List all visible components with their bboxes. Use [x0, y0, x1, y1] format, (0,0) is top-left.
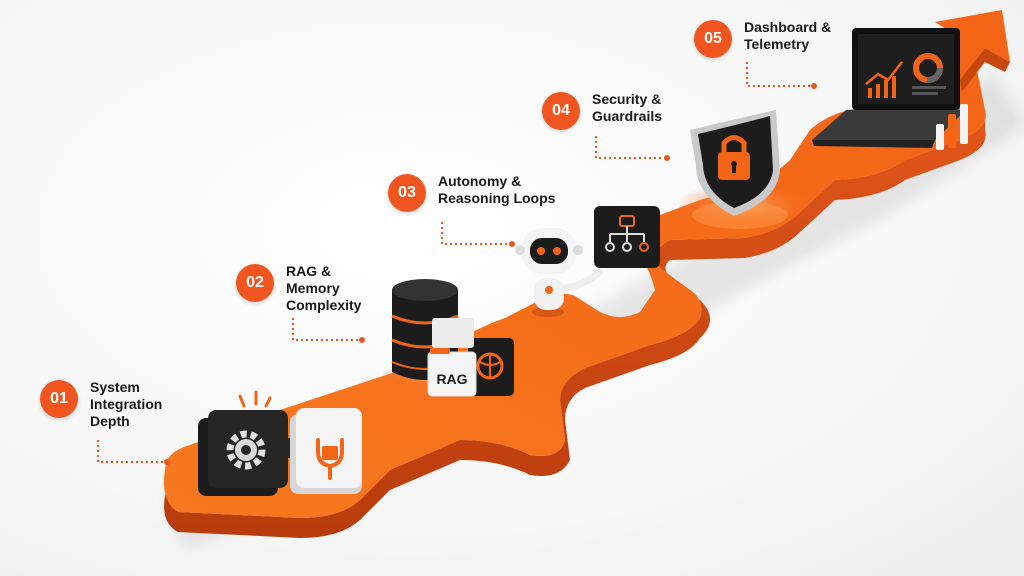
- step-title: System Integration Depth: [90, 379, 163, 429]
- step-title: Autonomy & Reasoning Loops: [438, 173, 556, 206]
- robot-icon: [515, 228, 604, 317]
- shield-lock-icon: [690, 110, 788, 229]
- step-number-badge: 03: [388, 174, 426, 212]
- step-number-badge: 04: [542, 92, 580, 130]
- step-04: 04 Security & Guardrails: [542, 91, 663, 130]
- step-01: 01 System Integration Depth: [40, 379, 163, 430]
- step-05: 05 Dashboard & Telemetry: [694, 19, 832, 58]
- puzzle-gear-icon: [198, 390, 300, 496]
- leader-lines: [97, 62, 812, 463]
- rag-card: RAG: [427, 318, 477, 397]
- step-02: 02 RAG & Memory Complexity: [236, 263, 362, 314]
- brain-card-icon: [468, 338, 514, 396]
- step-number-badge: 02: [236, 264, 274, 302]
- step-title: RAG & Memory Complexity: [286, 263, 362, 313]
- flowchart-screen-icon: [594, 206, 660, 268]
- laptop-dashboard-icon: [812, 28, 968, 150]
- rag-card-label: RAG: [436, 371, 467, 387]
- step-title: Security & Guardrails: [592, 91, 663, 124]
- plug-icon: [290, 408, 362, 494]
- step-number-badge: 05: [694, 20, 732, 58]
- step-03: 03 Autonomy & Reasoning Loops: [388, 173, 556, 212]
- step-title: Dashboard & Telemetry: [744, 19, 832, 52]
- leader-dots: [164, 83, 817, 465]
- step-number-badge: 01: [40, 380, 78, 418]
